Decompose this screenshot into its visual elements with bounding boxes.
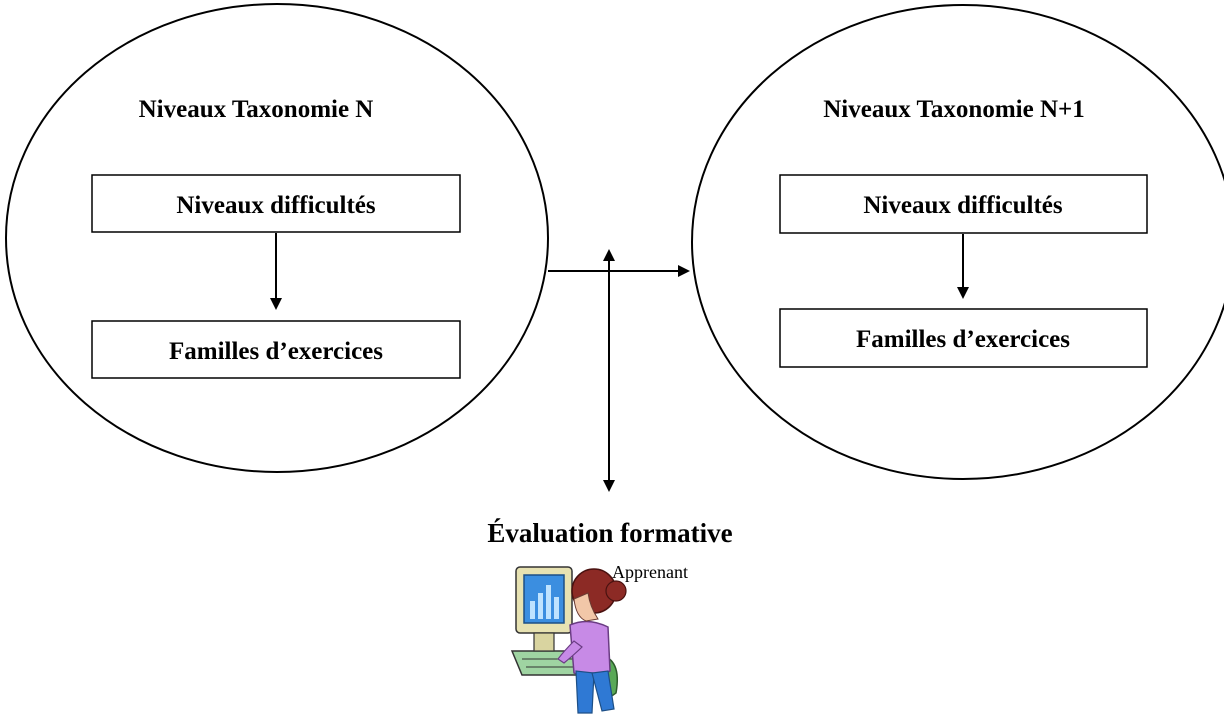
right-bottom-box-label: Familles d’exercices bbox=[856, 326, 1070, 353]
learner-at-computer-icon bbox=[510, 566, 627, 714]
left-bottom-box bbox=[91, 320, 461, 379]
left-group-title: Niveaux Taxonomie N bbox=[139, 96, 374, 123]
left-top-box-label: Niveaux difficultés bbox=[176, 192, 376, 219]
right-group-title: Niveaux Taxonomie N+1 bbox=[823, 96, 1085, 123]
right-bottom-box bbox=[779, 308, 1148, 368]
right-top-box-label: Niveaux difficultés bbox=[863, 192, 1063, 219]
learner-label: Apprenant bbox=[612, 562, 688, 582]
left-bottom-box-label: Familles d’exercices bbox=[169, 338, 383, 365]
left-group: Niveaux Taxonomie N Niveaux difficultés … bbox=[5, 3, 549, 473]
right-group: Niveaux Taxonomie N+1 Niveaux difficulté… bbox=[691, 4, 1224, 480]
right-top-box bbox=[779, 174, 1148, 234]
left-ellipse bbox=[5, 3, 549, 473]
evaluation-label: Évaluation formative bbox=[487, 518, 732, 548]
left-top-box bbox=[91, 174, 461, 233]
right-ellipse bbox=[691, 4, 1224, 480]
